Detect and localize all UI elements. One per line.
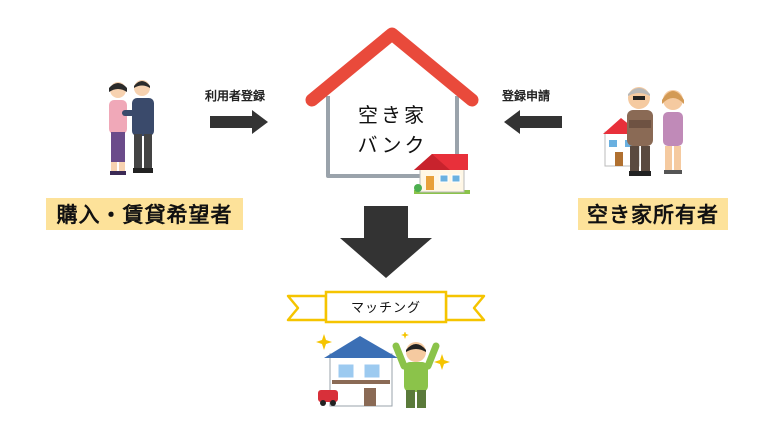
akiya-bank-house-graphic (305, 27, 479, 178)
right-left-arrow (504, 110, 562, 134)
matching-ribbon (286, 290, 486, 324)
matching-house-person-illustration (316, 332, 450, 408)
buyer-label: 購入・賃貸希望者 (46, 198, 243, 230)
akiya-bank-title-line2: バンク (357, 133, 428, 157)
akiya-bank-title-line1: 空き家 (358, 103, 427, 127)
user-registration-label: 利用者登録 (205, 89, 266, 103)
registration-application-label: 登録申請 (502, 89, 551, 103)
akiya-bank-title: 空き家 バンク (340, 100, 445, 160)
buyer-couple-illustration (109, 80, 154, 175)
down-arrow (340, 206, 432, 278)
owner-label: 空き家所有者 (578, 198, 728, 230)
owner-couple-illustration (603, 87, 684, 176)
matching-label: マッチング (350, 301, 421, 316)
left-right-arrow (210, 110, 268, 134)
small-house-icon (414, 154, 470, 194)
